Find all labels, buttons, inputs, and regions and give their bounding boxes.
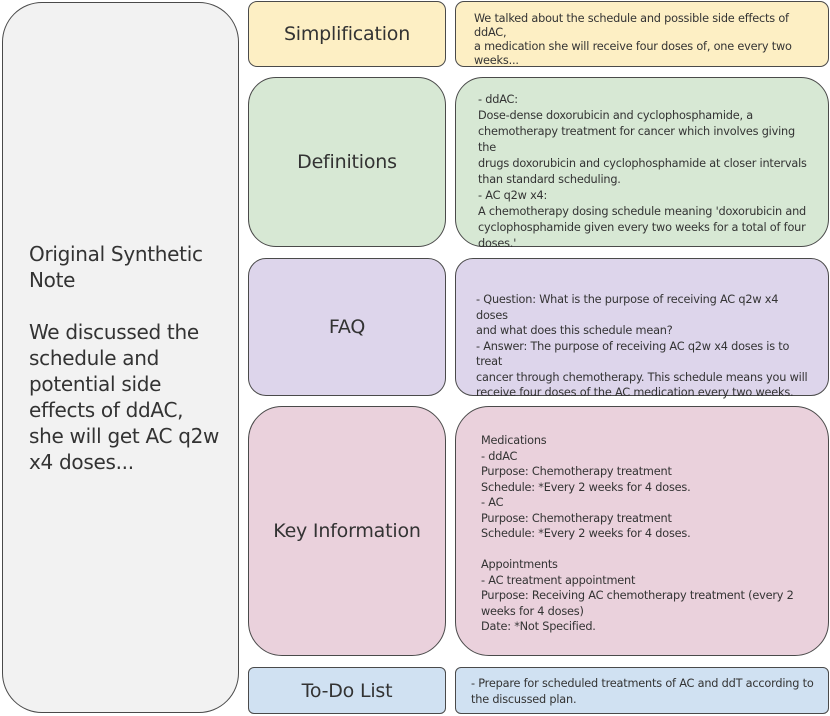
original-note-body: We discussed the schedule and potential … (29, 319, 220, 474)
key-information-label: Key Information (248, 406, 446, 656)
definitions-label: Definitions (248, 77, 446, 247)
original-note-content: Original Synthetic Note We discussed the… (3, 241, 233, 475)
faq-label: FAQ (248, 258, 446, 396)
original-note-panel: Original Synthetic Note We discussed the… (2, 2, 239, 713)
original-note-title: Original Synthetic Note (29, 241, 203, 292)
simplification-text: We talked about the schedule and possibl… (455, 1, 829, 67)
definitions-text: - ddAC: Dose-dense doxorubicin and cyclo… (455, 77, 829, 250)
simplification-label: Simplification (248, 1, 446, 67)
todo-list-label: To-Do List (248, 667, 446, 714)
faq-text: - Question: What is the purpose of recei… (455, 258, 829, 399)
key-information-text: Medications - ddAC Purpose: Chemotherapy… (455, 406, 829, 656)
todo-list-text: - Prepare for scheduled treatments of AC… (455, 667, 829, 714)
